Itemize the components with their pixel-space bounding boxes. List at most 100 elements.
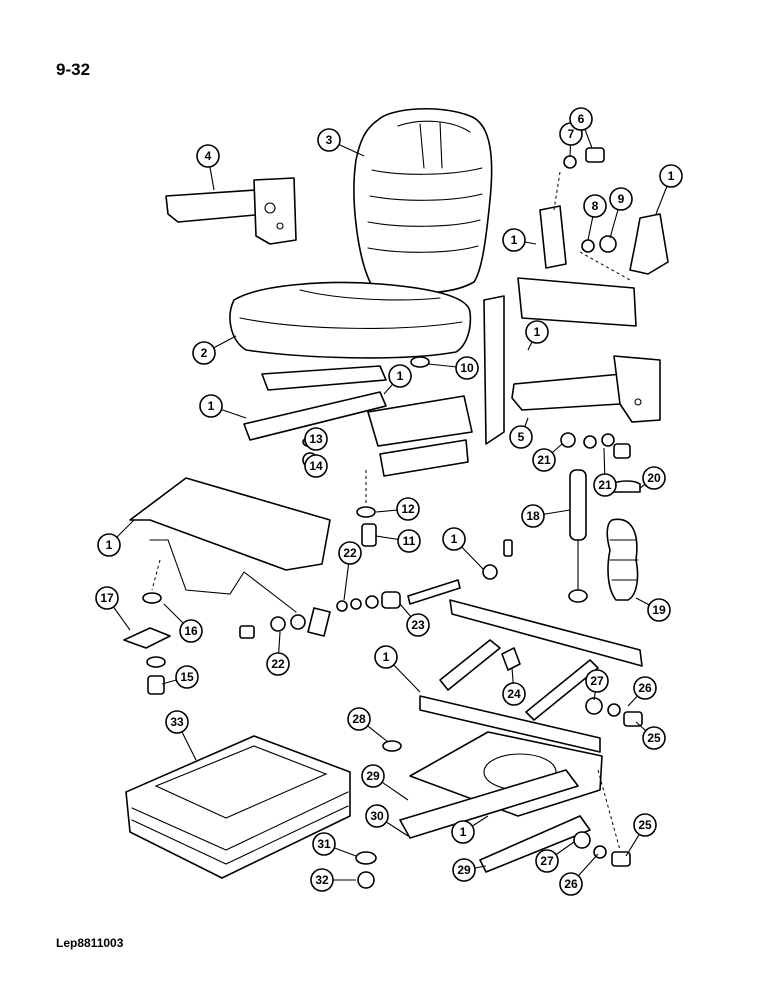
callout-circle xyxy=(310,868,334,892)
backrest xyxy=(353,107,493,294)
callout-1: 1 xyxy=(502,228,526,252)
armrest-mounting-plates xyxy=(517,205,669,327)
callout-circle xyxy=(593,473,617,497)
callout-8: 8 xyxy=(583,194,607,218)
callout-28: 28 xyxy=(347,707,371,731)
callout-label: 24 xyxy=(507,687,521,701)
callout-label: 1 xyxy=(511,233,518,247)
callout-circle xyxy=(179,619,203,643)
callout-circle xyxy=(609,187,633,211)
callout-label: 14 xyxy=(309,459,323,473)
callout-25: 25 xyxy=(633,813,657,837)
callout-label: 3 xyxy=(326,133,333,147)
callout-circle xyxy=(633,813,657,837)
callout-label: 7 xyxy=(568,127,575,141)
callout-label: 25 xyxy=(647,731,661,745)
seat-rails-upper xyxy=(243,295,505,477)
callout-1: 1 xyxy=(374,645,398,669)
callout-circle xyxy=(312,832,336,856)
callout-12: 12 xyxy=(396,497,420,521)
callout-22: 22 xyxy=(266,652,290,676)
callout-label: 21 xyxy=(537,453,551,467)
callout-circle xyxy=(633,676,657,700)
callout-23: 23 xyxy=(406,613,430,637)
callout-label: 1 xyxy=(534,325,541,339)
callout-circle xyxy=(502,228,526,252)
callout-circle xyxy=(192,341,216,365)
callout-label: 1 xyxy=(451,532,458,546)
callout-circle xyxy=(365,804,389,828)
callout-13: 13 xyxy=(304,427,328,451)
callout-label: 30 xyxy=(370,809,384,823)
callout-29: 29 xyxy=(361,764,385,788)
scissor-suspension xyxy=(419,599,643,753)
callout-circle xyxy=(317,128,341,152)
callout-label: 1 xyxy=(668,169,675,183)
callout-25: 25 xyxy=(642,726,666,750)
shock-absorber xyxy=(568,469,588,603)
callout-1: 1 xyxy=(442,527,466,551)
callout-circle xyxy=(583,194,607,218)
callout-label: 20 xyxy=(647,471,661,485)
callout-26: 26 xyxy=(633,676,657,700)
callout-label: 4 xyxy=(205,149,212,163)
callout-label: 8 xyxy=(592,199,599,213)
seat-mat xyxy=(125,735,351,879)
callout-33: 33 xyxy=(165,710,189,734)
callout-9: 9 xyxy=(609,187,633,211)
callout-circle xyxy=(397,529,421,553)
callout-32: 32 xyxy=(310,868,334,892)
callout-21: 21 xyxy=(532,448,556,472)
base-plate xyxy=(399,731,603,873)
callout-label: 9 xyxy=(618,192,625,206)
callout-circle xyxy=(451,820,475,844)
callout-15: 15 xyxy=(175,665,199,689)
callout-11: 11 xyxy=(397,529,421,553)
callout-circle xyxy=(165,710,189,734)
callout-30: 30 xyxy=(365,804,389,828)
callout-22: 22 xyxy=(338,541,362,565)
callout-circle xyxy=(659,164,683,188)
callout-19: 19 xyxy=(647,598,671,622)
callout-label: 29 xyxy=(457,863,471,877)
callout-circle xyxy=(642,726,666,750)
callout-circle xyxy=(338,541,362,565)
callout-circle xyxy=(455,356,479,380)
callout-circle xyxy=(569,107,593,131)
callout-label: 16 xyxy=(184,624,198,638)
callout-circle xyxy=(266,652,290,676)
callout-16: 16 xyxy=(179,619,203,643)
callout-label: 1 xyxy=(106,538,113,552)
seat-cushion xyxy=(229,281,472,359)
callout-circle xyxy=(535,849,559,873)
callout-label: 10 xyxy=(460,361,474,375)
callout-circle xyxy=(361,764,385,788)
callout-27: 27 xyxy=(535,849,559,873)
callout-label: 6 xyxy=(578,112,585,126)
callout-circle xyxy=(525,320,549,344)
page-number: 9-32 xyxy=(56,60,91,79)
callout-label: 26 xyxy=(638,681,652,695)
callout-label: 11 xyxy=(403,534,416,548)
fasteners xyxy=(123,147,643,889)
callout-label: 31 xyxy=(317,837,331,851)
callout-label: 1 xyxy=(397,369,404,383)
callout-circle xyxy=(304,427,328,451)
suspension-mount-frame xyxy=(129,477,331,613)
callout-1: 1 xyxy=(451,820,475,844)
callout-circle xyxy=(196,144,220,168)
guide-lines xyxy=(151,171,631,851)
callout-label: 27 xyxy=(590,674,604,688)
callout-circle xyxy=(585,669,609,693)
callout-5: 5 xyxy=(509,425,533,449)
callout-circle xyxy=(304,454,328,478)
callout-label: 12 xyxy=(401,502,415,516)
callout-17: 17 xyxy=(95,586,119,610)
callout-circle xyxy=(95,586,119,610)
callout-label: 19 xyxy=(652,603,666,617)
callout-circle xyxy=(406,613,430,637)
callout-1: 1 xyxy=(388,364,412,388)
callout-circle xyxy=(388,364,412,388)
callout-1: 1 xyxy=(525,320,549,344)
